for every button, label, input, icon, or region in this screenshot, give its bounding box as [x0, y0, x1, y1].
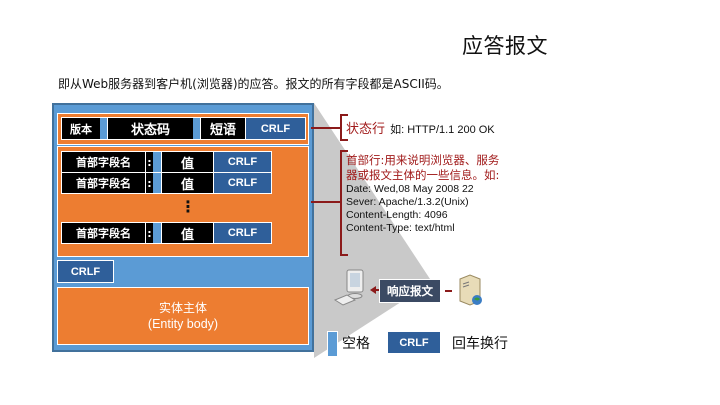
legend-space-swatch [327, 331, 338, 357]
header-bracket [340, 150, 348, 256]
crlf-cell: CRLF [245, 117, 306, 140]
status-bracket [340, 114, 348, 141]
crlf-cell: CRLF [213, 151, 272, 173]
space-cell [193, 117, 201, 140]
status-annotation: 状态行 如: HTTP/1.1 200 OK [346, 118, 495, 137]
status-connector [311, 127, 341, 129]
server-icon [459, 274, 482, 306]
blank-line-crlf: CRLF [57, 260, 114, 283]
page-title: 应答报文 [462, 34, 548, 58]
subtitle: 即从Web服务器到客户机(浏览器)的应答。报文的所有字段都是ASCII码。 [58, 77, 449, 91]
crlf-cell: CRLF [213, 222, 272, 244]
header-example: Date: Wed,08 May 2008 22 [346, 183, 474, 195]
space-cell [100, 117, 108, 140]
header-example: Sever: Apache/1.3.2(Unix) [346, 196, 469, 208]
header-example: Content-Length: 4096 [346, 209, 448, 221]
header-line-label: 首部行:用来说明浏览器、服务器或报文主体的一些信息。如: [346, 153, 500, 182]
status-code-cell: 状态码 [107, 117, 194, 140]
header-example: Content-Type: text/html [346, 222, 455, 234]
header-value: 值 [161, 222, 214, 244]
space-cell [153, 172, 162, 194]
phrase-cell: 短语 [200, 117, 246, 140]
ellipsis: ⋮ [180, 197, 196, 216]
header-field-name: 首部字段名 [61, 222, 146, 244]
header-value: 值 [161, 172, 214, 194]
computer-icon [333, 269, 364, 306]
arrow-left-icon [370, 286, 380, 294]
entity-body-label-cn: 实体主体 [158, 301, 207, 315]
header-field-name: 首部字段名 [61, 172, 146, 194]
flow-connector [445, 290, 452, 292]
header-annotation: 首部行:用来说明浏览器、服务器或报文主体的一些信息。如: Date: Wed,0… [346, 153, 506, 235]
version-cell: 版本 [61, 117, 101, 140]
status-line-example: 如: HTTP/1.1 200 OK [390, 124, 495, 136]
header-connector [311, 201, 341, 203]
legend-crlf-swatch: CRLF [387, 331, 441, 354]
legend-space-label: 空格 [342, 336, 370, 352]
status-line-label: 状态行 [346, 122, 386, 137]
space-cell [153, 222, 162, 244]
header-field-name: 首部字段名 [61, 151, 146, 173]
entity-body-label-en: (Entity body) [147, 317, 219, 331]
entity-body: 实体主体 (Entity body) [57, 287, 309, 345]
header-value: 值 [161, 151, 214, 173]
legend-crlf-meaning: 回车换行 [452, 336, 508, 352]
crlf-cell: CRLF [213, 172, 272, 194]
response-message-label: 响应报文 [379, 279, 441, 303]
